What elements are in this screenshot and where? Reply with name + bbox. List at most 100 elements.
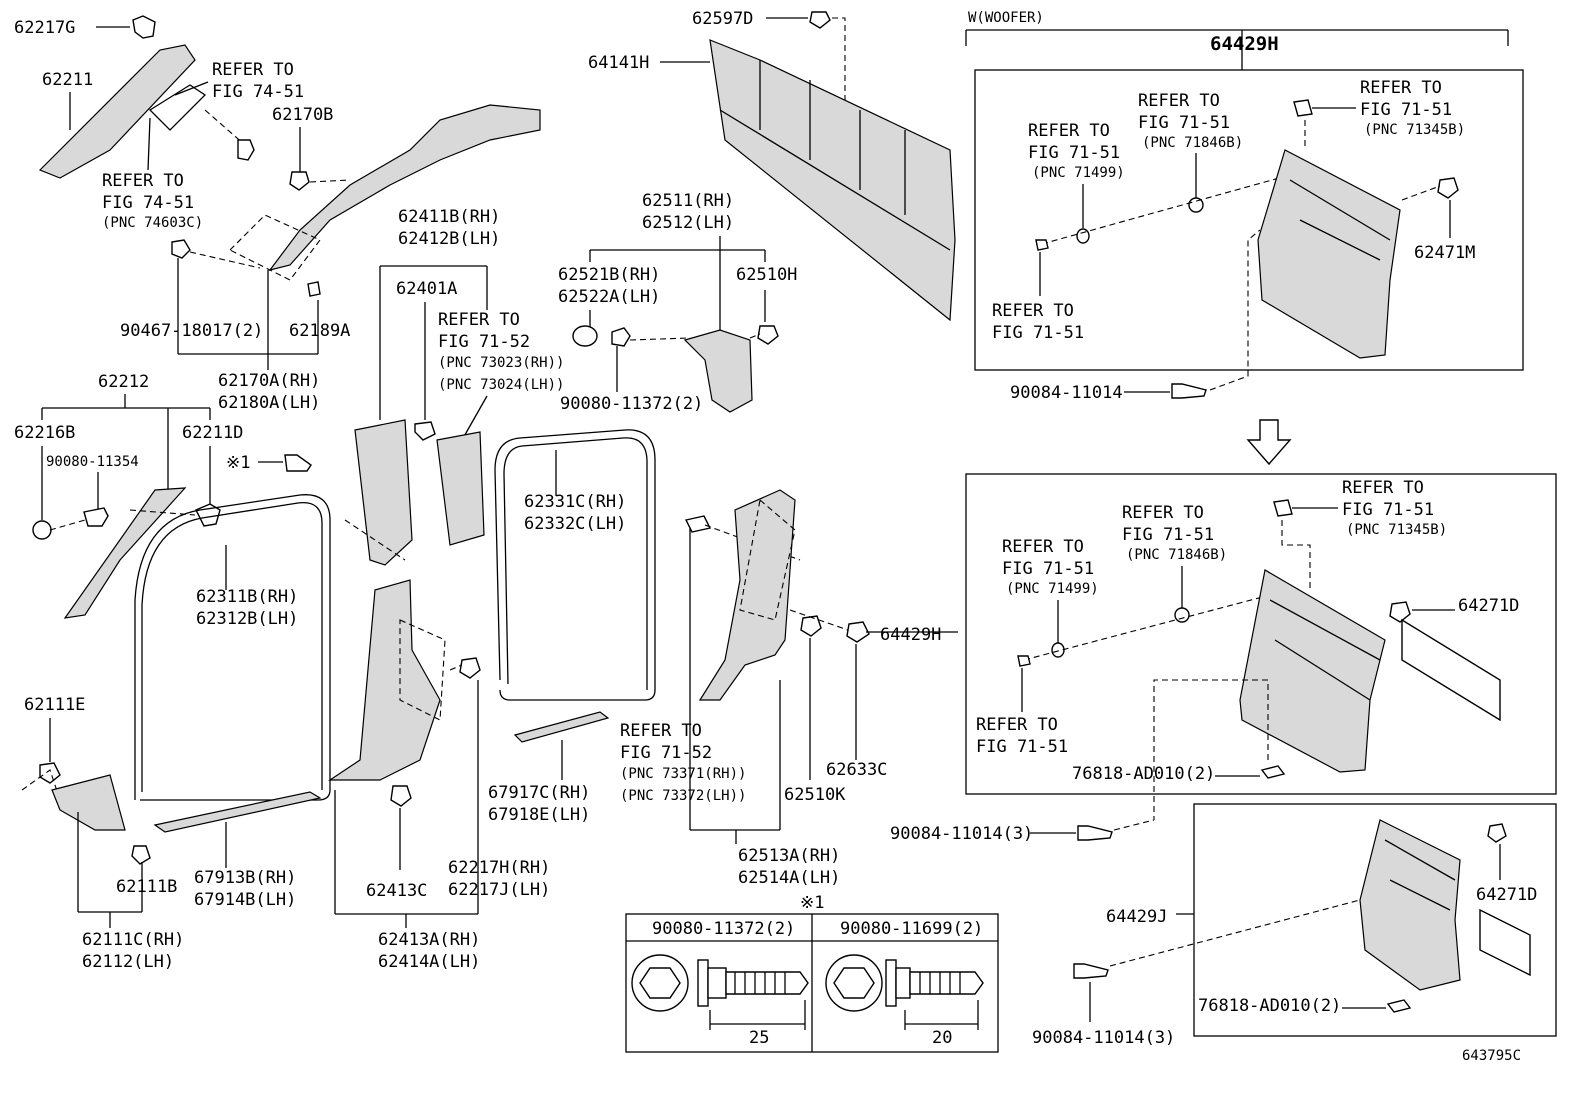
callout-62414A[interactable]: 62414A(LH): [378, 952, 480, 972]
callout-64271D-b[interactable]: 64271D: [1476, 885, 1537, 905]
refer-fig74-51-b-line2[interactable]: FIG 74-51: [102, 193, 194, 213]
fastener-a-label[interactable]: 90080-11372(2): [652, 919, 795, 939]
callout-62597D[interactable]: 62597D: [692, 9, 753, 29]
b-refer-7151-line1[interactable]: REFER TO: [976, 715, 1058, 735]
refer-fig74-51-a-line2[interactable]: FIG 74-51: [212, 82, 304, 102]
callout-62510H[interactable]: 62510H: [736, 265, 797, 285]
callout-62331C[interactable]: 62331C(RH): [524, 492, 626, 512]
callout-62217J[interactable]: 62217J(LH): [448, 880, 550, 900]
b-refer-71345B-line2[interactable]: FIG 71-51: [1342, 500, 1434, 520]
refer-fig74-51-a-line1[interactable]: REFER TO: [212, 60, 294, 80]
callout-62332C[interactable]: 62332C(LH): [524, 514, 626, 534]
callout-62217H[interactable]: 62217H(RH): [448, 858, 550, 878]
refer-fig71-52-b-line1[interactable]: REFER TO: [620, 721, 702, 741]
refer-fig71-52-b-line4[interactable]: (PNC 73372(LH)): [620, 788, 746, 804]
refer-71499-line1[interactable]: REFER TO: [1028, 121, 1110, 141]
callout-62412B[interactable]: 62412B(LH): [398, 229, 500, 249]
callout-67917C[interactable]: 67917C(RH): [488, 783, 590, 803]
refer-71345B-line3[interactable]: (PNC 71345B): [1364, 122, 1465, 138]
fastener-table-mark[interactable]: ※1: [800, 893, 824, 913]
refer-fig71-52-a-line3[interactable]: (PNC 73023(RH)): [438, 355, 564, 371]
b-refer-71499-line2[interactable]: FIG 71-51: [1002, 559, 1094, 579]
callout-90084-11014-mid[interactable]: 90084-11014(3): [890, 824, 1033, 844]
callout-62522A[interactable]: 62522A(LH): [558, 287, 660, 307]
callout-62514A[interactable]: 62514A(LH): [738, 868, 840, 888]
fastener-b-label[interactable]: 90080-11699(2): [840, 919, 983, 939]
refer-71846B-line3[interactable]: (PNC 71846B): [1142, 135, 1243, 151]
b-refer-71345B-line1[interactable]: REFER TO: [1342, 478, 1424, 498]
refer-fig74-51-b-line1[interactable]: REFER TO: [102, 171, 184, 191]
callout-62111B[interactable]: 62111B: [116, 877, 177, 897]
refer-71499-line3[interactable]: (PNC 71499): [1032, 165, 1125, 181]
callout-62216B[interactable]: 62216B: [14, 423, 75, 443]
callout-62512[interactable]: 62512(LH): [642, 213, 734, 233]
callout-62211D[interactable]: 62211D: [182, 423, 243, 443]
callout-64429H-mid-ref[interactable]: 64429H: [880, 625, 941, 645]
callout-62413C[interactable]: 62413C: [366, 881, 427, 901]
callout-90084-11014-bot[interactable]: 90084-11014(3): [1032, 1028, 1175, 1048]
callout-62471M[interactable]: 62471M: [1414, 243, 1475, 263]
callout-62311B[interactable]: 62311B(RH): [196, 587, 298, 607]
callout-62413A[interactable]: 62413A(RH): [378, 930, 480, 950]
refer-7151-line2[interactable]: FIG 71-51: [992, 323, 1084, 343]
callout-62112[interactable]: 62112(LH): [82, 952, 174, 972]
callout-62521B[interactable]: 62521B(RH): [558, 265, 660, 285]
refer-fig74-51-b-line3[interactable]: (PNC 74603C): [102, 215, 203, 231]
callout-62212[interactable]: 62212: [98, 372, 149, 392]
refer-71345B-line1[interactable]: REFER TO: [1360, 78, 1442, 98]
callout-90084-11014-top[interactable]: 90084-11014: [1010, 383, 1123, 403]
callout-90467-18017[interactable]: 90467-18017(2): [120, 321, 263, 341]
callout-90080-11354[interactable]: 90080-11354: [46, 454, 139, 470]
callout-90080-11372[interactable]: 90080-11372(2): [560, 394, 703, 414]
trim-board-b: [1479, 908, 1531, 977]
callout-64141H[interactable]: 64141H: [588, 53, 649, 73]
callout-76818-AD010-a[interactable]: 76818-AD010(2): [1072, 764, 1215, 784]
refer-fig71-52-b-line3[interactable]: (PNC 73371(RH)): [620, 766, 746, 782]
callout-62633C[interactable]: 62633C: [826, 760, 887, 780]
callout-62111E[interactable]: 62111E: [24, 695, 85, 715]
callout-67913B[interactable]: 67913B(RH): [194, 868, 296, 888]
refer-fig71-52-a-line2[interactable]: FIG 71-52: [438, 332, 530, 352]
callout-67918E[interactable]: 67918E(LH): [488, 805, 590, 825]
b-refer-71846B-line2[interactable]: FIG 71-51: [1122, 525, 1214, 545]
b-refer-71846B-line3[interactable]: (PNC 71846B): [1126, 547, 1227, 563]
callout-62513A[interactable]: 62513A(RH): [738, 846, 840, 866]
refer-fig71-52-a-line1[interactable]: REFER TO: [438, 310, 520, 330]
callout-62401A[interactable]: 62401A: [396, 279, 457, 299]
refer-71345B-line2[interactable]: FIG 71-51: [1360, 100, 1452, 120]
callout-67914B[interactable]: 67914B(LH): [194, 890, 296, 910]
callout-62170A[interactable]: 62170A(RH): [218, 371, 320, 391]
refer-71846B-line1[interactable]: REFER TO: [1138, 91, 1220, 111]
refer-71846B-line2[interactable]: FIG 71-51: [1138, 113, 1230, 133]
callout-62411B[interactable]: 62411B(RH): [398, 207, 500, 227]
b-refer-71499-line3[interactable]: (PNC 71499): [1006, 581, 1099, 597]
callout-62170B[interactable]: 62170B: [272, 105, 333, 125]
b-refer-71499-line1[interactable]: REFER TO: [1002, 537, 1084, 557]
callout-62211[interactable]: 62211: [42, 70, 93, 90]
callout-76818-AD010-b[interactable]: 76818-AD010(2): [1198, 996, 1341, 1016]
callout-64429H-top[interactable]: 64429H: [1210, 33, 1279, 55]
refer-71499-line2[interactable]: FIG 71-51: [1028, 143, 1120, 163]
dimension-25[interactable]: 25: [749, 1028, 769, 1048]
callout-62510K[interactable]: 62510K: [784, 785, 846, 805]
refer-7151-line1[interactable]: REFER TO: [992, 301, 1074, 321]
refer-fig71-52-a-line4[interactable]: (PNC 73024(LH)): [438, 377, 564, 393]
mark-1[interactable]: ※1: [226, 453, 250, 473]
quarter-trim-group: 62511(RH) 62512(LH) 62521B(RH) 62522A(LH…: [558, 191, 958, 888]
front-pillar-garnish: [38, 44, 196, 179]
callout-62189A[interactable]: 62189A: [289, 321, 350, 341]
refer-fig71-52-b-line2[interactable]: FIG 71-52: [620, 743, 712, 763]
callout-64271D-a[interactable]: 64271D: [1458, 596, 1519, 616]
callout-62511[interactable]: 62511(RH): [642, 191, 734, 211]
callout-62217G[interactable]: 62217G: [14, 18, 75, 38]
callout-62111C[interactable]: 62111C(RH): [82, 930, 184, 950]
callout-64429J[interactable]: 64429J: [1106, 907, 1167, 927]
b-refer-7151-line2[interactable]: FIG 71-51: [976, 737, 1068, 757]
woofer-label[interactable]: W(WOOFER): [968, 10, 1044, 26]
dimension-20[interactable]: 20: [932, 1028, 952, 1048]
callout-62312B[interactable]: 62312B(LH): [196, 609, 298, 629]
callout-62180A[interactable]: 62180A(LH): [218, 393, 320, 413]
b-refer-71345B-line3[interactable]: (PNC 71345B): [1346, 522, 1447, 538]
b-refer-71846B-line1[interactable]: REFER TO: [1122, 503, 1204, 523]
